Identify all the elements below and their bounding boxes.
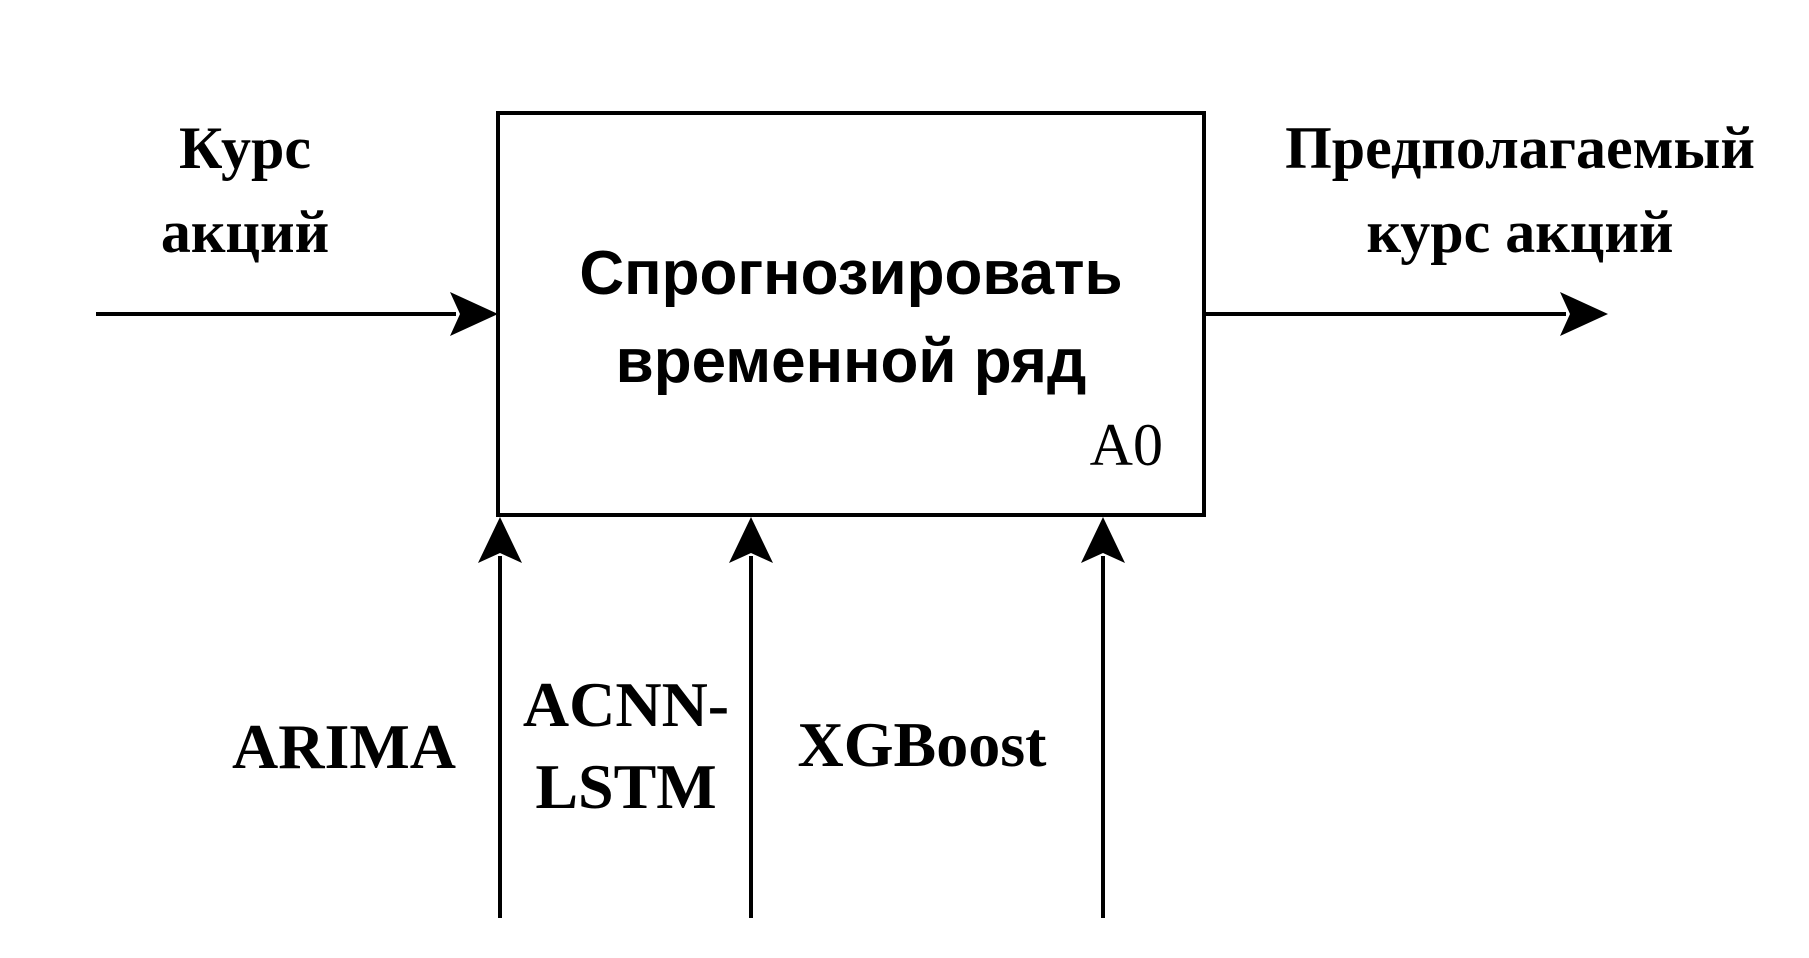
input-arrow-head [450,292,498,336]
mechanism-label-xgboost: XGBoost [798,709,1048,780]
output-label-line2: курс акций [1366,199,1673,265]
mechanism-arrow-arima [478,517,522,918]
output-arrow-head [1560,292,1608,336]
mechanism-arrow-head [1081,517,1125,563]
function-title-line1: Спрогнозировать [579,239,1122,308]
input-label-line1: Курс [179,115,311,181]
node-code-label: A0 [1090,412,1163,478]
mechanism-arrow-acnn-lstm [729,517,773,918]
mechanism-label-acnn-line2: LSTM [535,751,716,822]
input-arrow [96,292,498,336]
mechanism-arrow-head [729,517,773,563]
input-label-line2: акций [161,199,329,265]
output-arrow [1204,292,1608,336]
function-title-line2: временной ряд [616,327,1087,396]
output-label-line1: Предполагаемый [1285,115,1755,181]
mechanism-label-arima: ARIMA [232,711,456,782]
mechanism-arrow-head [478,517,522,563]
mechanism-label-acnn-line1: ACNN- [523,669,729,740]
mechanism-arrow-xgboost [1081,517,1125,918]
